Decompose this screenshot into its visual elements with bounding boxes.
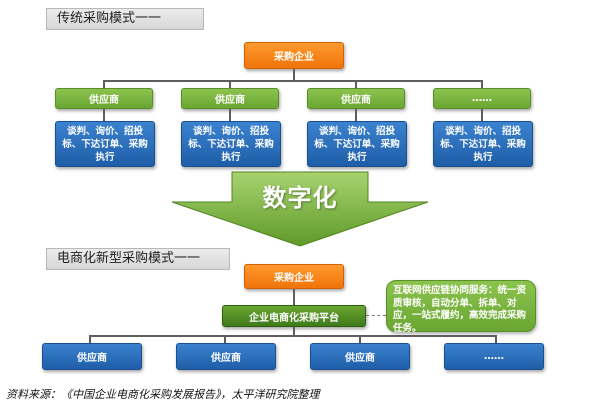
connector-activity-4 (481, 109, 483, 121)
connector-drop-1 (103, 80, 105, 88)
digitalization-label: 数字化 (262, 184, 338, 212)
connector-activity-3 (355, 109, 357, 121)
connector-activity-2 (229, 109, 231, 121)
supplier-box-1: 供应商 (55, 88, 153, 109)
service-callout: 互联网供应链协同服务：统一资质审核，自动分单、拆单、对应，一站式履约，高效完成采… (386, 280, 536, 334)
ecommerce-mode-title: 电商化新型采购模式一一 (46, 248, 230, 270)
connector-drop-b1 (89, 335, 91, 343)
connector-drop-2 (229, 80, 231, 88)
connector-drop-b4 (495, 335, 497, 343)
supplier-box-b4: …… (444, 343, 544, 370)
connector-horizontal (103, 80, 483, 82)
connector-drop-4 (481, 80, 483, 88)
supplier-box-3: 供应商 (307, 88, 405, 109)
activity-box-4: 谈判、询价、招投标、下达订单、采购执行 (433, 121, 533, 167)
connector-drop-3 (355, 80, 357, 88)
activity-box-1: 谈判、询价、招投标、下达订单、采购执行 (55, 121, 155, 167)
source-note: 资料来源：《中国企业电商化采购发展报告》，太平洋研究院整理 (6, 388, 320, 401)
connector-activity-1 (103, 109, 105, 121)
digitalization-arrow-icon (171, 171, 429, 247)
ecommerce-platform-box: 企业电商化采购平台 (222, 305, 366, 327)
connector-root-platform (293, 289, 295, 306)
supplier-box-2: 供应商 (181, 88, 279, 109)
supplier-box-4: …… (433, 88, 531, 109)
connector-platform-down (293, 327, 295, 336)
callout-connector (366, 315, 386, 316)
purchasing-company-box: 采购企业 (244, 42, 344, 69)
activity-box-2: 谈判、询价、招投标、下达订单、采购执行 (181, 121, 281, 167)
supplier-box-b2: 供应商 (176, 343, 276, 370)
purchasing-company-box-2: 采购企业 (244, 264, 344, 289)
connector-drop-b3 (359, 335, 361, 343)
activity-box-3: 谈判、询价、招投标、下达订单、采购执行 (307, 121, 407, 167)
supplier-box-b3: 供应商 (310, 343, 410, 370)
supplier-box-b1: 供应商 (42, 343, 142, 370)
connector-drop-b2 (224, 335, 226, 343)
traditional-mode-title: 传统采购模式一一 (46, 8, 204, 30)
connector-root-down (293, 69, 295, 81)
connector-horizontal-2 (89, 335, 495, 337)
